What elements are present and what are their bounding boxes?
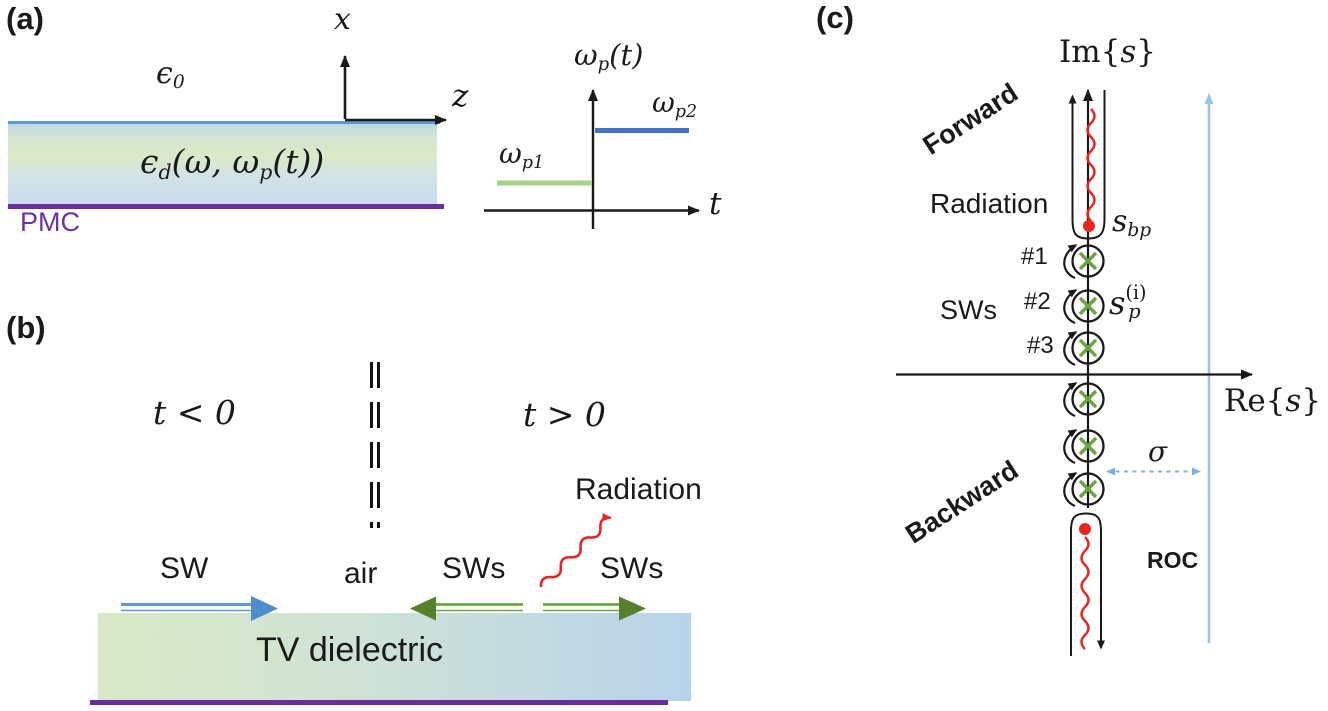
sws-label-c: SWs	[940, 295, 997, 325]
branch-point-top	[1083, 220, 1095, 232]
pole-contour-1	[1063, 244, 1105, 280]
sw-label: SW	[160, 552, 209, 585]
pole-label-1: #1	[1021, 243, 1048, 270]
panel-a-art	[8, 55, 700, 229]
tv-dielectric-slab	[98, 613, 691, 701]
after-switch-label: t > 0	[523, 395, 606, 434]
pole-cross-icon	[1078, 389, 1098, 409]
pole-contour-6	[1063, 472, 1105, 508]
sws-right-label: SWs	[600, 552, 664, 585]
pole-circle	[1071, 289, 1105, 323]
forward-branch-cut-wave	[1086, 108, 1096, 222]
sws-left-label: SWs	[442, 552, 506, 585]
roc-label: ROC	[1147, 547, 1199, 573]
sw-arrow-blue	[121, 596, 278, 621]
pole-cross-icon	[1078, 479, 1098, 499]
x-axis-label: x	[334, 2, 351, 37]
pole-circle	[1071, 331, 1105, 365]
step-plot-t-label: t	[709, 186, 722, 222]
sws-arrow-left-green	[410, 596, 523, 621]
pole-contour-4	[1063, 382, 1105, 418]
pole-contour-5	[1063, 429, 1105, 465]
panel-b-label: (b)	[6, 310, 46, 345]
wp1-label: ωp1	[499, 137, 545, 173]
sigma-label: σ	[1148, 435, 1168, 468]
rotation-arrow-icon	[1063, 331, 1078, 367]
panel-b-art	[90, 362, 691, 705]
time-divider-dashed	[370, 362, 380, 528]
free-space-permittivity: ϵ0	[156, 56, 185, 94]
pole-cross-icon	[1078, 436, 1098, 456]
radiation-label-c: Radiation	[930, 188, 1049, 219]
panel-a-label: (a)	[6, 1, 44, 36]
dielectric-slab	[8, 121, 437, 205]
radiation-label-b: Radiation	[575, 473, 702, 506]
slab-permittivity-label: ϵd(ω, ωp(t))	[140, 142, 325, 184]
air-label: air	[344, 557, 378, 590]
rotation-arrow-icon	[1063, 289, 1078, 325]
pole-circle	[1071, 244, 1105, 278]
pole-label-3: #3	[1027, 332, 1054, 359]
wp2-label: ωp2	[652, 86, 698, 122]
rotation-arrow-icon	[1063, 472, 1078, 508]
backward-branch-cut-wave	[1080, 536, 1090, 650]
sws-arrow-right-green	[543, 596, 646, 621]
step-plot-y-label: ωp(t)	[574, 38, 644, 76]
re-axis-label: Re{s}	[1224, 383, 1322, 419]
rotation-arrow-icon	[1063, 244, 1078, 280]
z-axis-label: z	[452, 78, 469, 114]
pole-circle	[1071, 429, 1105, 463]
panel-c-label: (c)	[816, 0, 854, 35]
pole-label-2: #2	[1024, 288, 1051, 315]
rotation-arrow-icon	[1063, 429, 1078, 465]
before-switch-label: t < 0	[153, 393, 236, 432]
pole-circle	[1071, 472, 1105, 506]
tv-dielectric-label: TV dielectric	[256, 631, 444, 669]
forward-branch-cut-contour	[1068, 90, 1106, 240]
pole-symbol-label: s(i)p	[1109, 281, 1147, 323]
pole-cross-icon	[1078, 296, 1098, 316]
backward-branch-cut-contour	[1070, 512, 1105, 656]
panel-c-art	[896, 89, 1253, 656]
im-axis-label: Im{s}	[1059, 34, 1157, 70]
pole-cross-icon	[1078, 251, 1098, 271]
pole-contours	[1063, 244, 1105, 508]
pole-cross-icon	[1078, 338, 1098, 358]
pole-circle	[1071, 382, 1105, 416]
radiation-wavy-arrow	[539, 513, 613, 588]
branch-point-label: sbp	[1112, 204, 1152, 242]
pole-contour-2	[1063, 289, 1105, 325]
branch-point-bottom	[1079, 523, 1091, 535]
rotation-arrow-icon	[1063, 382, 1078, 418]
pmc-label: PMC	[20, 207, 80, 237]
pole-contour-3	[1063, 331, 1105, 367]
